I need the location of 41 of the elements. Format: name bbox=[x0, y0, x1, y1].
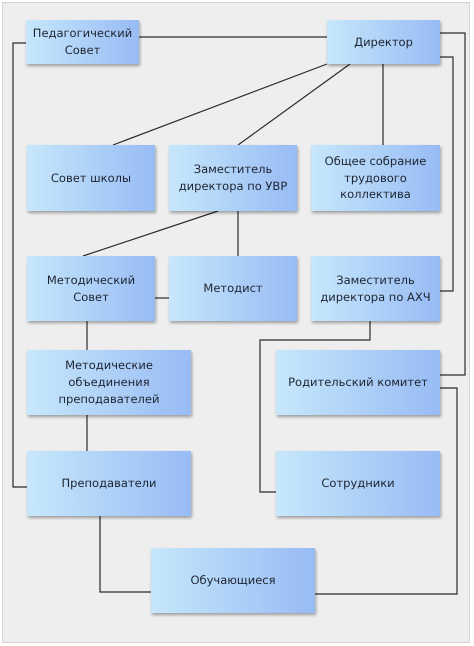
org-unit-box bbox=[26, 20, 139, 64]
org-unit-box bbox=[311, 256, 440, 321]
connector-line bbox=[382, 64, 384, 145]
org-unit-box bbox=[276, 350, 440, 415]
unit-label: Методические объединения преподавателей bbox=[58, 357, 160, 408]
connector-line bbox=[82, 210, 218, 257]
connector-line bbox=[112, 63, 328, 146]
connector-line bbox=[440, 32, 466, 376]
unit-label: Преподаватели bbox=[62, 475, 156, 492]
org-unit-box bbox=[276, 451, 440, 516]
unit-label: Директор bbox=[354, 34, 413, 50]
org-unit-box bbox=[27, 451, 191, 516]
connector-line bbox=[440, 56, 454, 292]
unit-label: Заместитель директора по АХЧ bbox=[319, 272, 432, 306]
unit-label: Заместитель директора по УВР bbox=[178, 161, 288, 195]
org-unit-box bbox=[327, 20, 440, 64]
unit-label: Сотрудники bbox=[321, 475, 395, 492]
connector-line bbox=[315, 387, 458, 595]
unit-label: Обучающиеся bbox=[190, 572, 276, 589]
unit-label: Общее собрание трудового коллектива bbox=[324, 152, 428, 203]
connector-line bbox=[238, 64, 350, 146]
connector-line bbox=[237, 211, 239, 256]
connector-line bbox=[86, 321, 88, 350]
connector-line bbox=[139, 36, 327, 38]
unit-label: Методический Совет bbox=[46, 272, 136, 306]
unit-label: Совет школы bbox=[50, 170, 132, 186]
org-unit-box bbox=[27, 256, 155, 321]
org-unit-box bbox=[27, 145, 155, 211]
connector-line bbox=[12, 42, 27, 488]
unit-label: Педагогический Совет bbox=[32, 25, 134, 59]
connector-line bbox=[99, 516, 151, 593]
connector-line bbox=[259, 321, 371, 493]
unit-label: Родительский комитет bbox=[288, 374, 428, 391]
connector-line bbox=[86, 415, 88, 451]
org-unit-box bbox=[151, 548, 315, 613]
connector-line bbox=[155, 297, 169, 299]
org-unit-box bbox=[169, 256, 297, 321]
org-unit-box bbox=[27, 350, 191, 415]
org-unit-box bbox=[169, 145, 297, 211]
org-unit-box bbox=[311, 145, 440, 211]
unit-label: Методист bbox=[203, 280, 263, 297]
